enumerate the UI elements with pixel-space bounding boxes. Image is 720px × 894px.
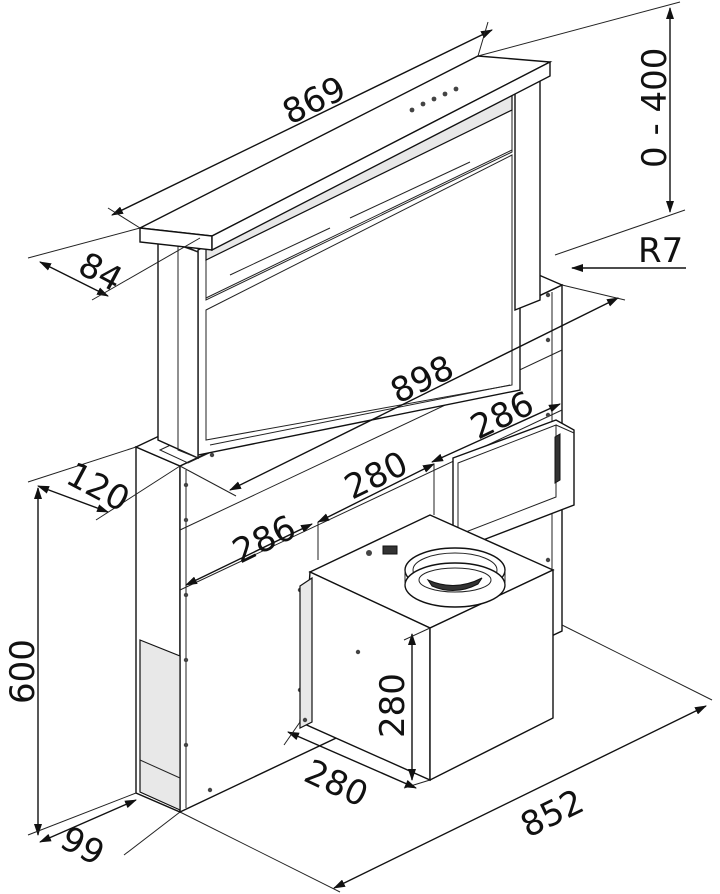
dim-body-depth: 120: [60, 455, 136, 521]
dim-base-width: 852: [514, 782, 590, 846]
dim-fan-height: 280: [373, 673, 413, 738]
dim-base-depth: 99: [54, 819, 111, 875]
dim-depth-top: 84: [72, 245, 129, 301]
side-bracket: [139, 639, 181, 811]
dim-width-top: 869: [276, 69, 352, 133]
dim-lift-range: 0 - 400: [635, 48, 675, 168]
connector: [382, 545, 398, 555]
dim-height: 600: [3, 639, 43, 704]
dimension-lines: [27, 1, 713, 893]
dim-radius: R7: [638, 231, 683, 271]
dim-fan-width: 280: [298, 752, 374, 816]
